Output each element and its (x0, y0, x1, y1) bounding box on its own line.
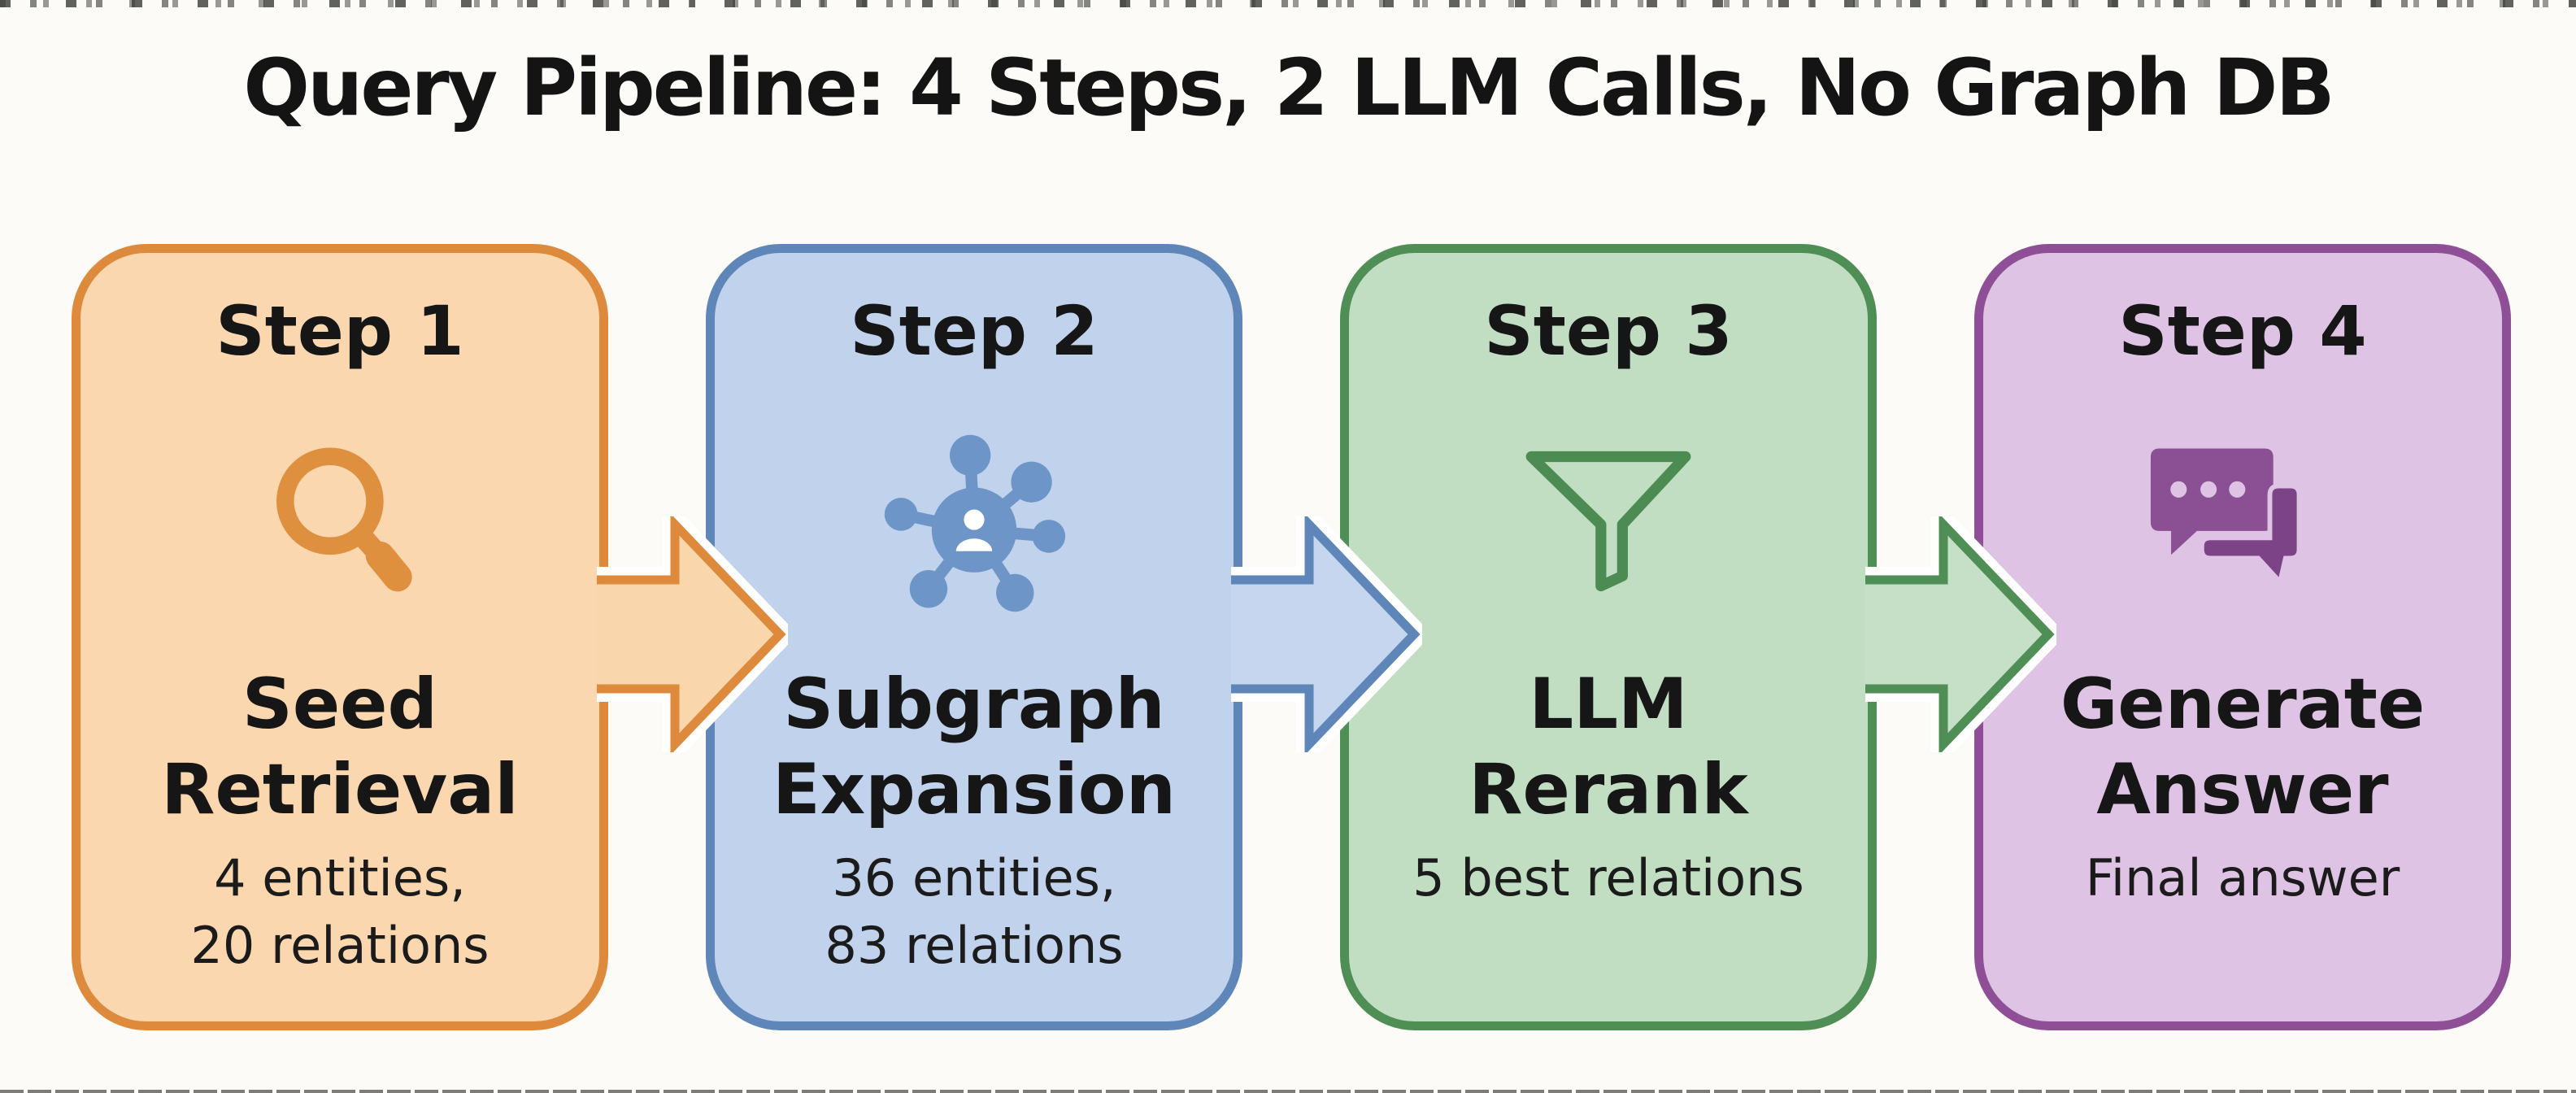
chat-bubbles-icon (2134, 429, 2352, 615)
step-label: Step 3 (1484, 291, 1733, 371)
step-label: Step 1 (215, 291, 464, 371)
step-label: Step 2 (850, 291, 1099, 371)
magnifier-icon (260, 429, 420, 615)
step-name: LLM Rerank (1469, 663, 1748, 830)
step-card-seed-retrieval: Step 1 Seed Retrieval 4 entities, 20 rel… (72, 244, 608, 1030)
step-card-subgraph-expansion: Step 2 Subgraph (706, 244, 1242, 1030)
graph-network-icon (880, 429, 1068, 615)
cropped-text-artifact-bottom (0, 1090, 2576, 1093)
step-name: Generate Answer (2060, 663, 2426, 830)
step-detail: Final answer (2085, 848, 2400, 908)
arrow-step1-to-step2 (597, 516, 788, 752)
step-detail: 36 entities, 83 relations (825, 848, 1124, 975)
step-label: Step 4 (2118, 291, 2367, 371)
diagram-title: Query Pipeline: 4 Steps, 2 LLM Calls, No… (243, 42, 2334, 133)
funnel-icon (1521, 429, 1695, 615)
step-name: Subgraph Expansion (772, 663, 1176, 830)
arrow-step2-to-step3 (1231, 516, 1422, 752)
cropped-text-artifact-top (0, 0, 2576, 7)
step-detail: 5 best relations (1412, 848, 1804, 908)
arrow-step3-to-step4 (1865, 516, 2056, 752)
step-detail: 4 entities, 20 relations (190, 848, 490, 975)
step-name: Seed Retrieval (161, 663, 519, 830)
